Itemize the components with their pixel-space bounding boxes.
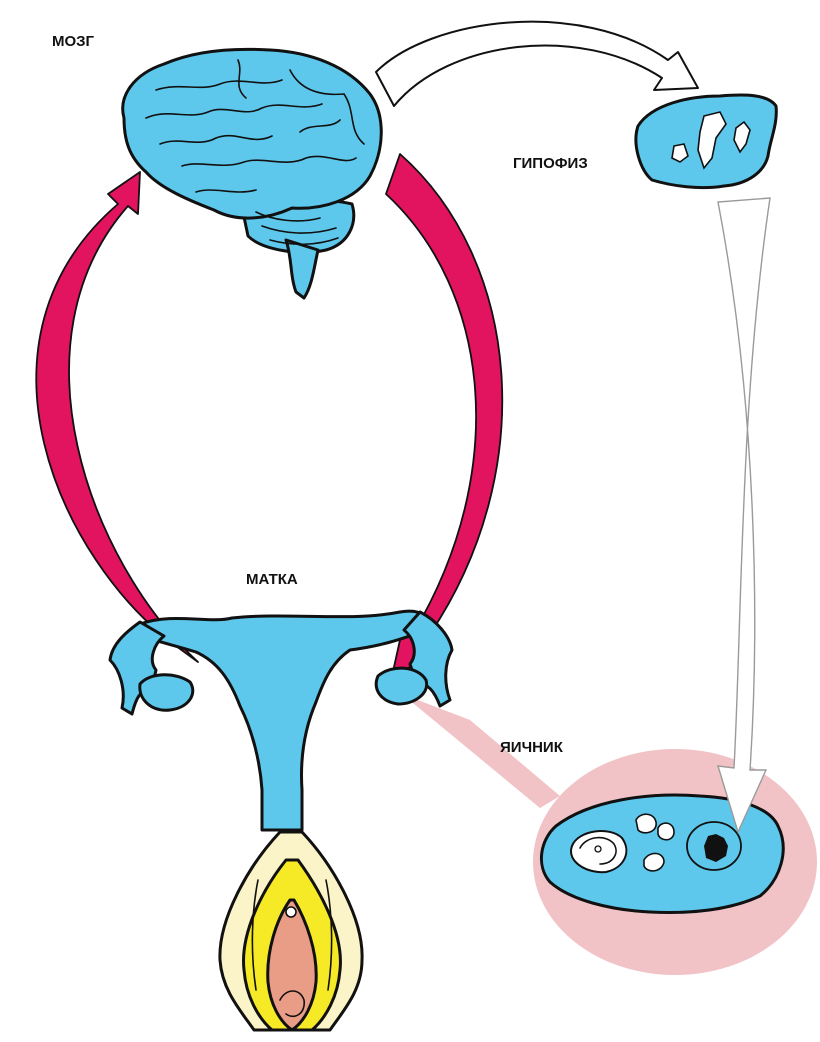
ovary-follicle-2 bbox=[658, 823, 674, 840]
ovary-left bbox=[140, 675, 193, 710]
ovary-follicle-1 bbox=[636, 814, 656, 833]
label-brain: МОЗГ bbox=[52, 33, 95, 50]
arrow-pituitary-to-ovary bbox=[718, 198, 770, 832]
brainstem bbox=[286, 240, 318, 298]
pituitary-gland bbox=[636, 95, 776, 188]
clitoris bbox=[286, 907, 296, 917]
label-pituitary: ГИПОФИЗ bbox=[513, 155, 588, 172]
uterus-body bbox=[138, 611, 428, 830]
vulva bbox=[220, 832, 362, 1030]
label-uterus: МАТКА bbox=[246, 571, 298, 588]
arrow-brain-to-uterus bbox=[386, 154, 502, 676]
ovary-follicle-3 bbox=[644, 853, 664, 871]
arrow-uterus-to-brain bbox=[36, 172, 198, 662]
cerebrum bbox=[123, 49, 382, 218]
ovary-right bbox=[376, 668, 426, 704]
label-ovary: ЯИЧНИК bbox=[500, 739, 564, 756]
brain bbox=[123, 49, 382, 298]
arrow-brain-to-pituitary bbox=[376, 22, 698, 106]
